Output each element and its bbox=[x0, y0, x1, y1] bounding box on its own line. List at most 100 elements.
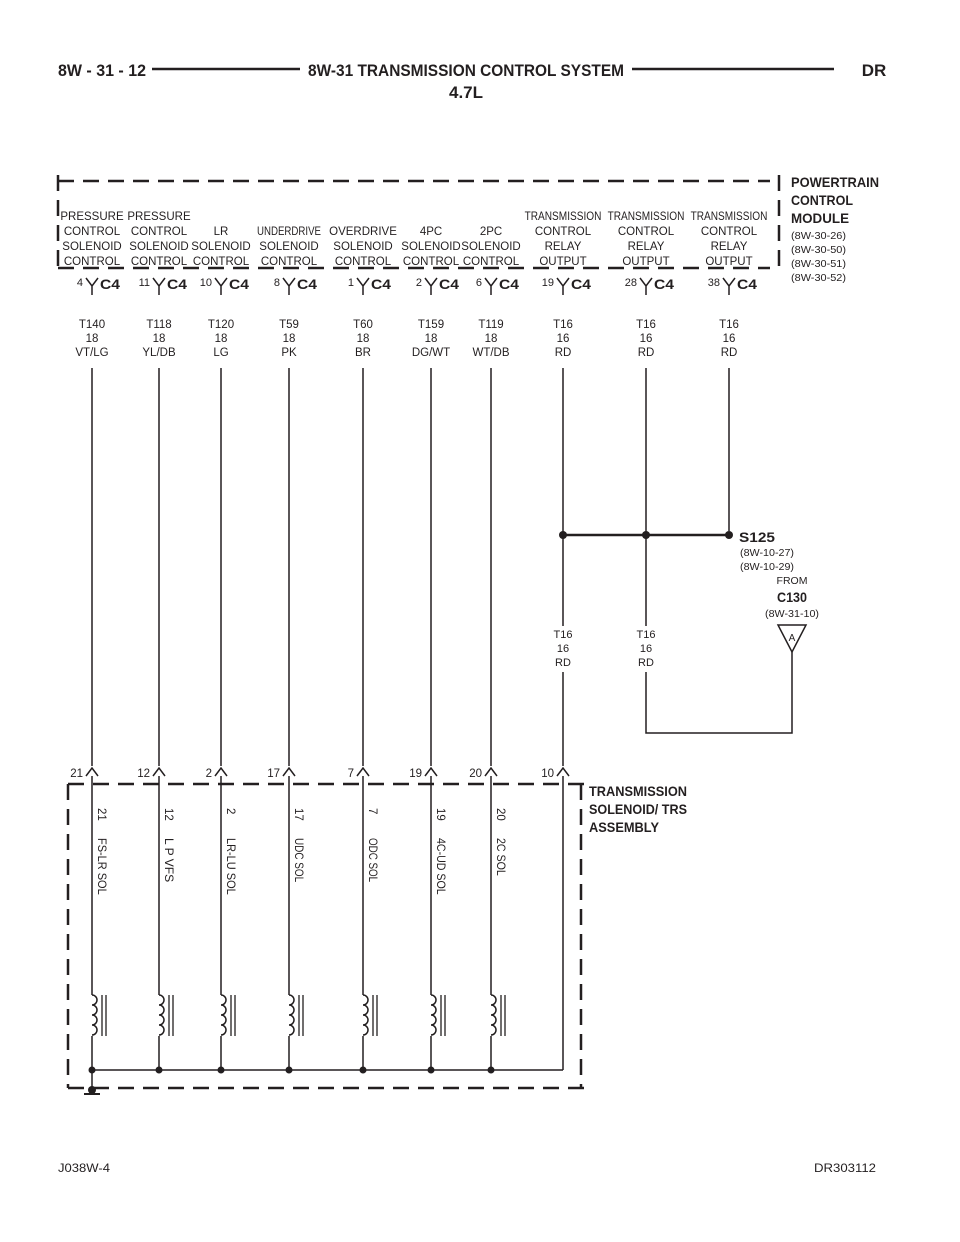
pin-number: 10 bbox=[200, 277, 212, 289]
offpage-marker-letter: A bbox=[789, 633, 796, 644]
pcm-box bbox=[56, 175, 781, 270]
from-ref: (8W-31-10) bbox=[765, 608, 819, 620]
connector-name: C4 bbox=[100, 276, 120, 292]
solenoid-pin-number: 7 bbox=[366, 808, 378, 814]
solenoid-label: 19 4C-UD SOL bbox=[434, 808, 446, 895]
pcm-pin-label: CONTROL bbox=[64, 256, 121, 268]
wire-color: YL/DB bbox=[142, 347, 176, 359]
connector-pin-symbol bbox=[356, 277, 370, 295]
solenoid-name: 4C-UD SOL bbox=[434, 838, 446, 895]
assembly-pin-number: 10 bbox=[541, 768, 554, 780]
wire-circuit: T60 bbox=[353, 319, 373, 331]
wire-circuit: T16 bbox=[637, 629, 656, 641]
page-subtitle: 4.7L bbox=[449, 83, 483, 102]
wire-circuit: T159 bbox=[418, 319, 444, 331]
assembly-pin-number: 21 bbox=[70, 768, 83, 780]
wire-gauge: 16 bbox=[557, 643, 569, 655]
connector-pin-symbol bbox=[484, 277, 498, 295]
connector-pin-symbol bbox=[282, 277, 296, 295]
wire-gauge: 18 bbox=[283, 333, 296, 345]
solenoid-coil-icon bbox=[490, 994, 497, 1036]
pin-number: 6 bbox=[476, 277, 482, 289]
wire-circuit: T59 bbox=[279, 319, 299, 331]
pcm-ref: (8W-30-50) bbox=[791, 244, 846, 256]
assembly-box bbox=[66, 782, 585, 1090]
solenoid-name: L P VFS bbox=[162, 838, 174, 882]
wire-color: RD bbox=[638, 657, 654, 669]
assembly-pin-number: 7 bbox=[348, 768, 354, 780]
wire-color: LG bbox=[213, 347, 228, 359]
solenoid-19: 19 4C-UD SOL bbox=[427, 776, 446, 1074]
solenoid-pin-number: 12 bbox=[162, 808, 174, 821]
pcm-pin-label: SOLENOID bbox=[191, 241, 250, 253]
splice-s125: S125 (8W-10-27) (8W-10-29) FROM C130 (8W… bbox=[559, 529, 819, 654]
pcm-name-line: CONTROL bbox=[791, 192, 853, 208]
pcm-pin-label: CONTROL bbox=[618, 226, 675, 238]
pcm-pin-label: OUTPUT bbox=[705, 256, 752, 268]
wire-gauge: 16 bbox=[640, 333, 653, 345]
solenoid-pin-number: 19 bbox=[434, 808, 446, 821]
from-label: FROM bbox=[777, 575, 808, 587]
wire-gauge: 18 bbox=[357, 333, 370, 345]
connector-name: C4 bbox=[229, 276, 249, 292]
pcm-pin-label: PRESSURE bbox=[127, 211, 191, 223]
pcm-pin-label: TRANSMISSION bbox=[525, 211, 602, 223]
solenoid-coil-icon bbox=[362, 994, 369, 1036]
page-title: 8W-31 TRANSMISSION CONTROL SYSTEM bbox=[308, 61, 624, 80]
pcm-pin-label: SOLENOID bbox=[461, 241, 520, 253]
model-code: DR bbox=[862, 61, 887, 80]
lower-wire-labels: T16 16 RD T16 16 RD bbox=[554, 629, 656, 669]
relay-wire bbox=[645, 652, 793, 734]
pin-number: 8 bbox=[274, 277, 280, 289]
wire-circuit: T16 bbox=[554, 629, 573, 641]
assembly-pin-symbol bbox=[85, 766, 99, 777]
footer-left-code: J038W-4 bbox=[58, 1161, 110, 1175]
footer-right-code: DR303112 bbox=[814, 1161, 876, 1175]
assembly-pin-symbol bbox=[356, 766, 370, 777]
pcm-pin-label: SOLENOID bbox=[401, 241, 460, 253]
pcm-pin-label: CONTROL bbox=[701, 226, 758, 238]
pcm-pin-label: RELAY bbox=[628, 241, 665, 253]
assembly-pin-number: 12 bbox=[137, 768, 150, 780]
connector-name: C4 bbox=[654, 276, 674, 292]
solenoid-label: 2LR-LU SOL bbox=[224, 808, 236, 895]
assembly-pin-symbol bbox=[214, 766, 228, 777]
assembly-pin-symbol bbox=[424, 766, 438, 777]
wire-circuit: T16 bbox=[553, 319, 573, 331]
assembly-pin-number: 19 bbox=[409, 768, 422, 780]
pcm-pin-label: UNDERDRIVE bbox=[257, 226, 321, 238]
pcm-ref: (8W-30-51) bbox=[791, 258, 846, 270]
wire-circuit: T16 bbox=[636, 319, 656, 331]
wire-color: VT/LG bbox=[75, 347, 108, 359]
pcm-pin-label: RELAY bbox=[711, 241, 748, 253]
assembly-pin-symbol bbox=[152, 766, 166, 777]
pcm-pin-label: OVERDRIVE bbox=[329, 226, 397, 238]
solenoid-coil-icon bbox=[158, 994, 165, 1036]
pcm-pin-label: SOLENOID bbox=[62, 241, 121, 253]
page-header: 8W - 31 - 12 8W-31 TRANSMISSION CONTROL … bbox=[58, 61, 886, 102]
assembly-name-line: SOLENOID/ TRS bbox=[589, 801, 687, 817]
wire-gauge: 18 bbox=[215, 333, 228, 345]
pcm-pin-label: 4PC bbox=[420, 226, 442, 238]
pin-number: 19 bbox=[542, 277, 554, 289]
wire-gauge: 16 bbox=[723, 333, 736, 345]
assembly-pin-number: 17 bbox=[267, 768, 280, 780]
pcm-pin-label: CONTROL bbox=[64, 226, 121, 238]
solenoid-coil-icon bbox=[91, 994, 98, 1036]
connector-pin-symbol bbox=[639, 277, 653, 295]
wire-color: DG/WT bbox=[412, 347, 450, 359]
solenoid-name: UDC SOL bbox=[292, 838, 304, 883]
wire-color: BR bbox=[355, 347, 371, 359]
connector-pin-symbol bbox=[214, 277, 228, 295]
